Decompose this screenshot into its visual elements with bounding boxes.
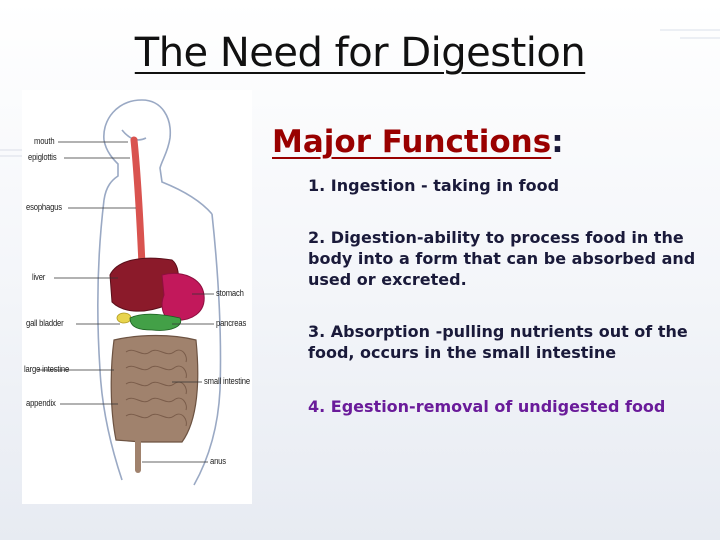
heading-colon: : xyxy=(551,124,564,160)
label-stomach: stomach xyxy=(216,288,244,298)
label-epiglottis: epiglottis xyxy=(28,152,57,162)
function-digestion: 2. Digestion-ability to process food in … xyxy=(308,228,696,289)
label-small-intestine: small intestine xyxy=(204,376,250,386)
large-intestine-shape xyxy=(110,334,199,443)
gall-bladder-shape xyxy=(116,312,132,324)
neck-outline xyxy=(141,99,213,215)
label-pancreas: pancreas xyxy=(216,318,247,328)
digestive-system-diagram: mouth epiglottis esophagus liver stomach… xyxy=(22,90,252,504)
major-functions-heading: Major Functions: xyxy=(272,124,564,160)
right-torso-outline xyxy=(193,213,222,486)
label-anus: anus xyxy=(210,456,226,466)
digestive-system-illustration xyxy=(38,99,222,486)
esophagus-shape xyxy=(130,136,146,269)
left-torso-outline xyxy=(97,199,123,481)
pancreas-shape xyxy=(129,313,182,331)
label-liver: liver xyxy=(32,272,46,282)
function-absorption: 3. Absorption -pulling nutrients out of … xyxy=(308,322,688,362)
slide-title: The Need for Digestion xyxy=(134,30,586,76)
label-mouth: mouth xyxy=(34,136,55,146)
function-egestion: 4. Egestion-removal of undigested food xyxy=(308,397,666,416)
small-intestine-shape xyxy=(125,349,187,427)
label-large-intestine: large intestine xyxy=(24,364,70,374)
label-appendix: appendix xyxy=(26,398,56,408)
label-esophagus: esophagus xyxy=(26,202,62,212)
stomach-shape xyxy=(161,273,205,321)
heading-text: Major Functions xyxy=(272,124,552,160)
function-ingestion: 1. Ingestion - taking in food xyxy=(308,176,560,195)
label-gall-bladder: gall bladder xyxy=(26,318,64,328)
head-outline xyxy=(103,99,143,201)
